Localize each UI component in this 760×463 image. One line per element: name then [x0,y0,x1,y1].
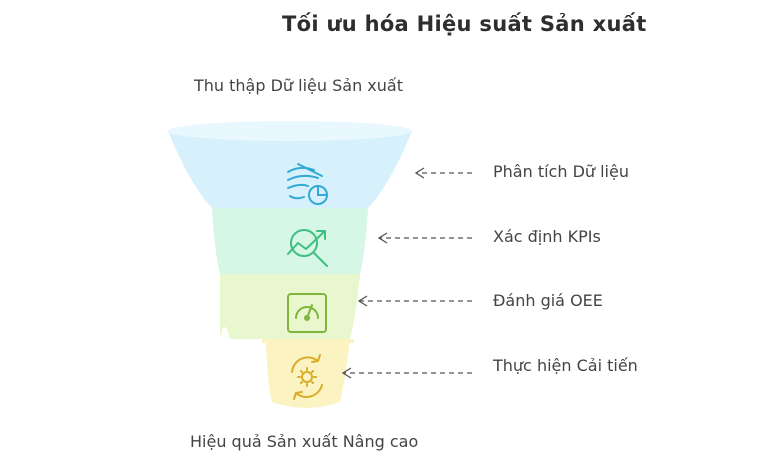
data-analysis-icon [287,163,328,205]
gauge-icon [287,293,327,333]
diagram-title: Tối ưu hóa Hiệu suất Sản xuất [282,12,647,36]
funnel-stage-1 [168,124,412,208]
stage-label-2: Xác định KPIs [493,227,601,246]
stage-label-3: Đánh giá OEE [493,291,603,310]
connector-arrows [341,167,472,379]
stage-label-4: Thực hiện Cải tiến [493,356,638,375]
trend-search-icon [287,229,328,267]
stage-label-1: Phân tích Dữ liệu [493,162,629,181]
funnel-stage-2 [212,208,368,274]
funnel-stage-4-cap [262,339,354,343]
funnel-rim [168,121,412,141]
funnel-stage-3-body [220,274,360,339]
funnel-input-label: Thu thập Dữ liệu Sản xuất [194,76,403,95]
funnel-output-label: Hiệu quả Sản xuất Nâng cao [190,432,419,451]
funnel-stage-4-body [266,339,350,408]
gear-cycle-icon [291,354,323,400]
